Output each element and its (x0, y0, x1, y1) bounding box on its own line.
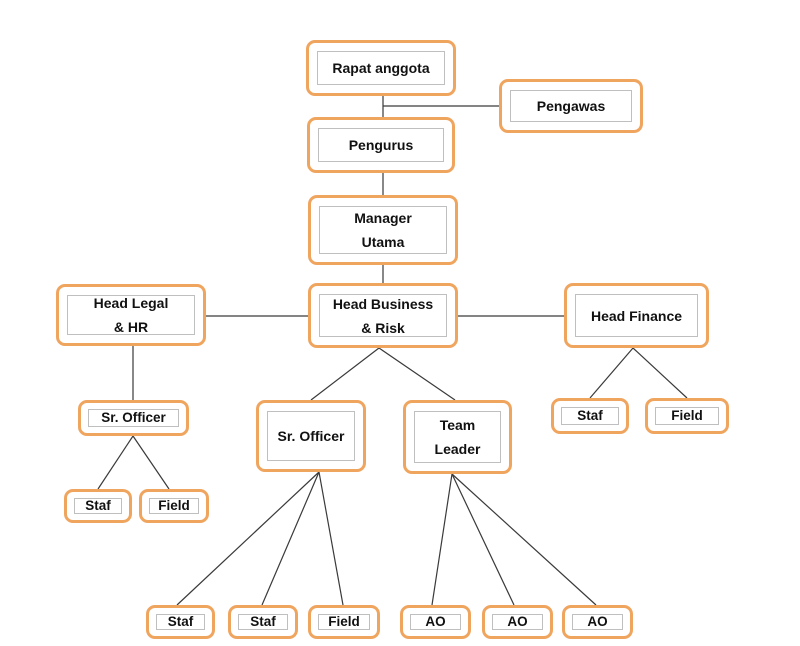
staf-finance-box: Staf (551, 398, 629, 434)
sr-officer-legal-label: Sr. Officer (101, 408, 166, 428)
ao-2-box: AO (482, 605, 553, 639)
sr-officer-legal-box: Sr. Officer (78, 400, 189, 436)
staf-legal-label: Staf (85, 496, 111, 516)
label-line: Manager (354, 210, 412, 226)
label-line: Rapat anggota (332, 60, 430, 76)
field-legal-label: Field (158, 496, 190, 516)
ao-2-label: AO (507, 612, 527, 632)
label-line: Leader (434, 441, 481, 457)
field-finance-label: Field (671, 406, 703, 426)
label-line: Pengurus (348, 137, 414, 153)
line-srofficer-staf-1 (176, 471, 320, 606)
staf-business-2-label: Staf (250, 612, 276, 632)
line-srofficer-field (318, 471, 344, 606)
staf-legal-box: Staf (64, 489, 132, 523)
label-line: Team (439, 417, 476, 433)
pengurus-box: Pengurus (307, 117, 455, 173)
rapat-anggota-label: Rapat anggota (332, 56, 429, 80)
line-srofficer-staf-2 (261, 471, 320, 606)
staf-business-1-label: Staf (168, 612, 194, 632)
label-line: AO (587, 614, 608, 629)
field-legal-box: Field (139, 489, 209, 523)
field-finance-box: Field (645, 398, 729, 434)
staf-finance-label: Staf (577, 406, 603, 426)
label-line: Pengawas (536, 98, 606, 114)
pengawas-box: Pengawas (499, 79, 643, 133)
line-srofficer-field-legal (132, 435, 170, 490)
ao-1-box: AO (400, 605, 471, 639)
ao-3-box: AO (562, 605, 633, 639)
label-line: Staf (85, 498, 111, 513)
line-srofficer-staf-legal (97, 435, 134, 490)
head-finance-box: Head Finance (564, 283, 709, 348)
label-line: Field (328, 614, 360, 629)
label-line: Staf (167, 614, 194, 629)
head-legal-hr-label: Head Legal & HR (94, 291, 169, 339)
label-line: Field (158, 498, 190, 513)
label-line: & Risk (361, 319, 405, 336)
label-line: AO (425, 614, 446, 629)
sr-officer-business-label: Sr. Officer (278, 424, 345, 448)
head-legal-hr-box: Head Legal & HR (56, 284, 206, 346)
rapat-anggota-box: Rapat anggota (306, 40, 456, 96)
head-business-risk-box: Head Business & Risk (308, 283, 458, 348)
line-headbusiness-srofficer (310, 347, 380, 401)
head-business-risk-label: Head Business & Risk (333, 292, 433, 340)
label-line: AO (507, 614, 528, 629)
label-line: Sr. Officer (101, 410, 166, 425)
ao-3-label: AO (587, 612, 607, 632)
label-line: Staf (577, 408, 603, 423)
label-line: Utama (361, 234, 405, 250)
field-business-box: Field (308, 605, 380, 639)
staf-business-1-box: Staf (146, 605, 215, 639)
line-teamleader-ao-1 (431, 473, 453, 606)
sr-officer-business-box: Sr. Officer (256, 400, 366, 472)
staf-business-2-box: Staf (228, 605, 298, 639)
line-headfinance-staf (589, 347, 634, 399)
line-headfinance-field (632, 347, 688, 399)
label-line: Field (671, 408, 703, 423)
label-line: Head Legal (93, 295, 169, 311)
label-line: Sr. Officer (277, 428, 345, 444)
pengawas-label: Pengawas (537, 94, 605, 118)
pengurus-label: Pengurus (349, 133, 414, 157)
head-finance-label: Head Finance (591, 304, 682, 328)
line-teamleader-ao-3 (451, 473, 597, 606)
line-teamleader-ao-2 (451, 473, 515, 606)
field-business-label: Field (328, 612, 360, 632)
label-line: Staf (250, 614, 276, 629)
label-line: & HR (113, 319, 149, 335)
ao-1-label: AO (425, 612, 445, 632)
label-line: Head Business (332, 295, 434, 312)
label-line: Head Finance (590, 307, 683, 324)
line-headbusiness-teamleader (378, 347, 456, 401)
